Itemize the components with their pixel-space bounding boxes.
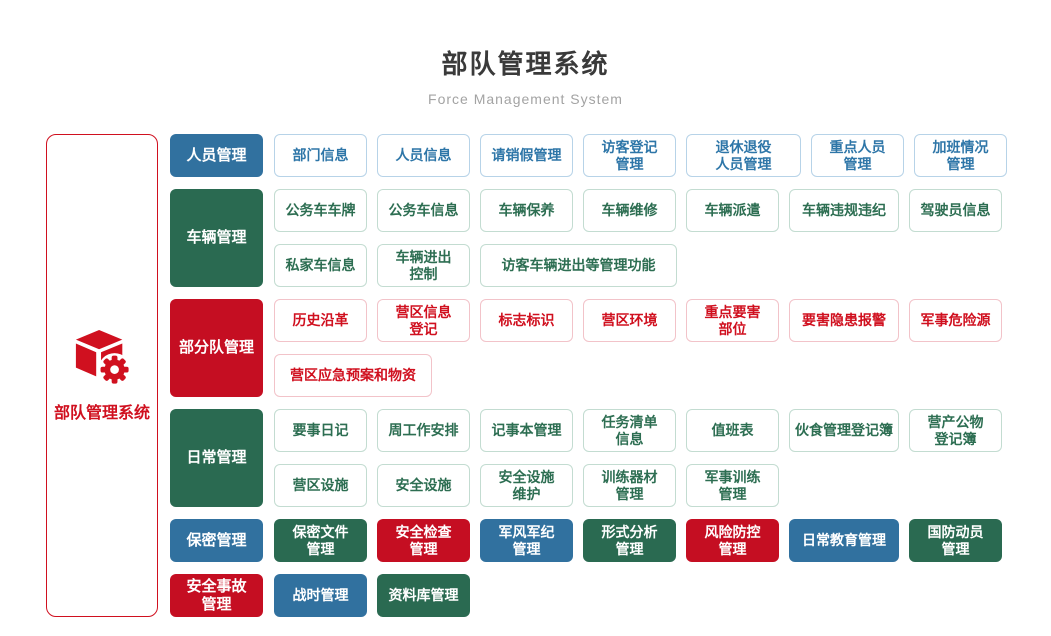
diagram-node: 公务车车牌 xyxy=(274,189,367,232)
diagram-node: 保密文件 管理 xyxy=(274,519,367,562)
diagram-node: 重点人员 管理 xyxy=(811,134,904,177)
diagram-node: 驾驶员信息 xyxy=(909,189,1002,232)
section-safety-accident: 安全事故 管理 战时管理 资料库管理 xyxy=(170,574,1007,617)
diagram-node: 周工作安排 xyxy=(377,409,470,452)
diagram-node: 车辆保养 xyxy=(480,189,573,232)
section-header-unit: 部分队管理 xyxy=(170,299,263,397)
cube-gear-icon xyxy=(75,329,131,386)
diagram-node: 军事训练 管理 xyxy=(686,464,779,507)
diagram-node: 训练器材 管理 xyxy=(583,464,676,507)
section-header-secrecy: 保密管理 xyxy=(170,519,263,562)
diagram-node: 军事危险源 xyxy=(909,299,1002,342)
section-header-safety-accident: 安全事故 管理 xyxy=(170,574,263,617)
diagram-node: 要害隐患报警 xyxy=(789,299,899,342)
section-vehicle: 车辆管理 公务车车牌 公务车信息 车辆保养 车辆维修 车辆派遣 车辆违规违纪 驾… xyxy=(170,189,1007,287)
diagram-node: 车辆进出 控制 xyxy=(377,244,470,287)
diagram-node: 车辆违规违纪 xyxy=(789,189,899,232)
diagram-node: 风险防控 管理 xyxy=(686,519,779,562)
diagram-node: 形式分析 管理 xyxy=(583,519,676,562)
diagram-node: 任务清单 信息 xyxy=(583,409,676,452)
diagram-node: 人员信息 xyxy=(377,134,470,177)
page-title: 部队管理系统 xyxy=(441,49,610,79)
page-header: 部队管理系统 Force Management System xyxy=(0,0,1051,107)
diagram-node: 营区应急预案和物资 xyxy=(274,354,432,397)
section-header-vehicle: 车辆管理 xyxy=(170,189,263,287)
diagram-node: 营区信息 登记 xyxy=(377,299,470,342)
diagram-node: 历史沿革 xyxy=(274,299,367,342)
diagram-node: 访客车辆进出等管理功能 xyxy=(480,244,677,287)
diagram-node: 访客登记 管理 xyxy=(583,134,676,177)
diagram-node: 请销假管理 xyxy=(480,134,573,177)
root-node: 部队管理系统 xyxy=(46,134,158,617)
diagram-node: 安全检查 管理 xyxy=(377,519,470,562)
diagram-node: 退休退役 人员管理 xyxy=(686,134,801,177)
diagram-node: 营区环境 xyxy=(583,299,676,342)
diagram-node: 安全设施 xyxy=(377,464,470,507)
section-header-daily: 日常管理 xyxy=(170,409,263,507)
diagram-node: 记事本管理 xyxy=(480,409,573,452)
section-secrecy: 保密管理 保密文件 管理 安全检查 管理 军风军纪 管理 形式分析 管理 风险防… xyxy=(170,519,1007,562)
sections-column: 人员管理 部门信息 人员信息 请销假管理 访客登记 管理 退休退役 人员管理 重… xyxy=(170,134,1007,617)
diagram-node: 国防动员 管理 xyxy=(909,519,1002,562)
diagram-node: 安全设施 维护 xyxy=(480,464,573,507)
diagram-node: 私家车信息 xyxy=(274,244,367,287)
diagram-node: 营产公物 登记簿 xyxy=(909,409,1002,452)
diagram-node: 日常教育管理 xyxy=(789,519,899,562)
section-header-personnel: 人员管理 xyxy=(170,134,263,177)
diagram-node: 战时管理 xyxy=(274,574,367,617)
section-unit: 部分队管理 历史沿革 营区信息 登记 标志标识 营区环境 重点要害 部位 要害隐… xyxy=(170,299,1007,397)
diagram-node: 重点要害 部位 xyxy=(686,299,779,342)
diagram-node: 军风军纪 管理 xyxy=(480,519,573,562)
section-daily: 日常管理 要事日记 周工作安排 记事本管理 任务清单 信息 值班表 伙食管理登记… xyxy=(170,409,1007,507)
page-subtitle: Force Management System xyxy=(428,91,623,107)
diagram-node: 营区设施 xyxy=(274,464,367,507)
diagram-node: 标志标识 xyxy=(480,299,573,342)
section-personnel: 人员管理 部门信息 人员信息 请销假管理 访客登记 管理 退休退役 人员管理 重… xyxy=(170,134,1007,177)
root-node-label: 部队管理系统 xyxy=(53,404,150,422)
diagram-node: 公务车信息 xyxy=(377,189,470,232)
diagram-node: 伙食管理登记簿 xyxy=(789,409,899,452)
diagram-node: 加班情况 管理 xyxy=(914,134,1007,177)
diagram-node: 要事日记 xyxy=(274,409,367,452)
diagram-node: 车辆维修 xyxy=(583,189,676,232)
diagram-node: 值班表 xyxy=(686,409,779,452)
diagram: 部队管理系统 人员管理 部门信息 人员信息 请销假管理 访客登记 管理 退休退役… xyxy=(46,134,1051,617)
diagram-node: 资料库管理 xyxy=(377,574,470,617)
diagram-node: 车辆派遣 xyxy=(686,189,779,232)
diagram-node: 部门信息 xyxy=(274,134,367,177)
